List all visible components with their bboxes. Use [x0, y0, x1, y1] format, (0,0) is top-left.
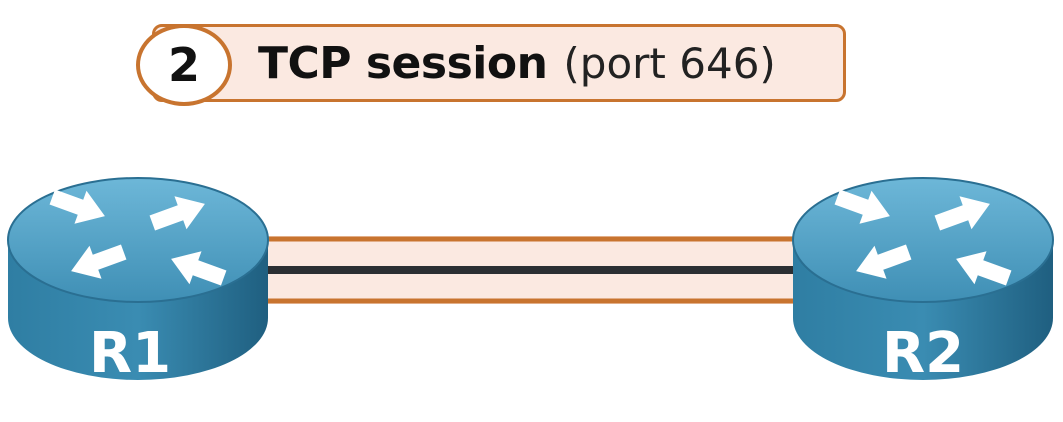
router-r1: R1 [7, 177, 269, 386]
router-top [7, 177, 269, 303]
step-title-bold: TCP session [258, 37, 548, 89]
step-number: 2 [167, 38, 200, 92]
tcp-session-band [258, 236, 810, 304]
step-number-badge: 2 [136, 24, 232, 106]
router-r2: R2 [792, 177, 1054, 386]
step-banner [152, 24, 846, 102]
router-label-r1: R1 [89, 321, 171, 386]
router-label-r2: R2 [882, 321, 964, 386]
router-top [792, 177, 1054, 303]
step-title: TCP session (port 646) [258, 30, 776, 96]
step-title-detail: (port 646) [563, 38, 776, 88]
